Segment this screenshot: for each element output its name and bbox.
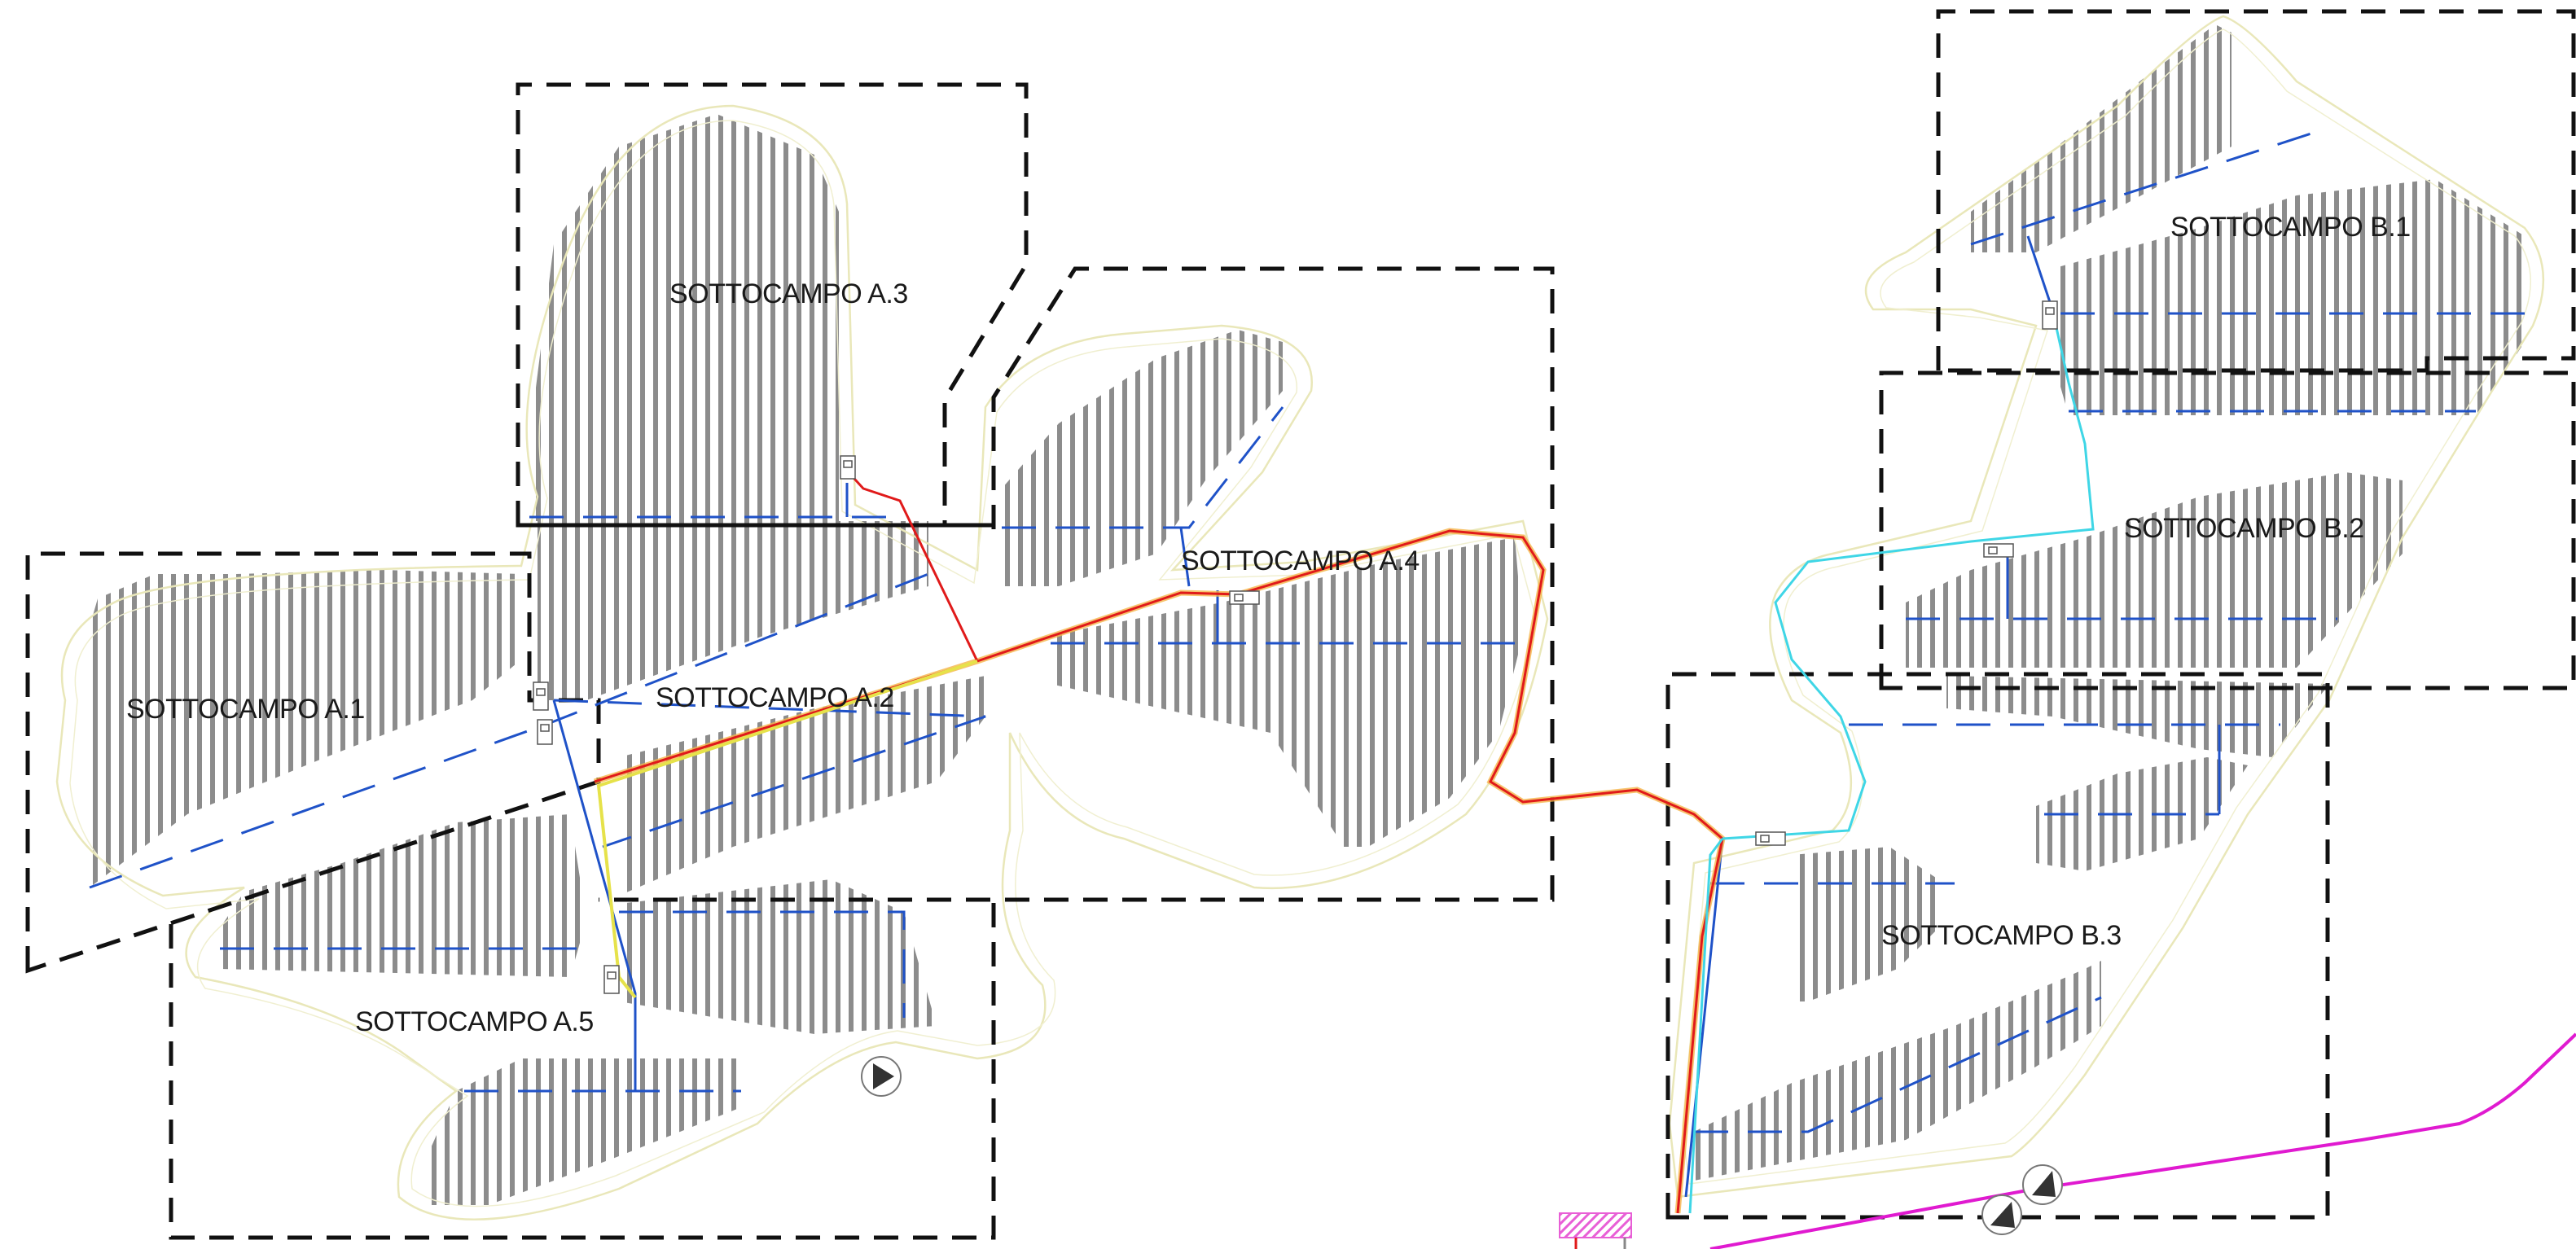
inverter-cabin-icon[interactable] xyxy=(1755,831,1786,846)
boundary-b1 xyxy=(1936,9,2576,373)
panel-array-a4-main xyxy=(1051,537,1523,847)
access-points xyxy=(861,1056,2063,1235)
panel-array-b1-right xyxy=(2052,179,2525,415)
panel-array-a4-top xyxy=(1002,330,1283,586)
label-sottocampo-a5: SOTTOCAMPO A.5 xyxy=(355,1006,594,1037)
panel-array-b3-top xyxy=(1792,847,1938,1001)
panel-array-a2-bottom xyxy=(619,676,985,896)
label-sottocampo-a1: SOTTOCAMPO A.1 xyxy=(126,694,365,725)
inverter-cabin-icon[interactable] xyxy=(537,719,553,745)
panel-array-a1 xyxy=(90,570,521,887)
panel-array-b2-tail xyxy=(2036,757,2248,871)
panel-array-a2-top xyxy=(538,521,928,700)
inverter-cabin-icon[interactable] xyxy=(840,455,856,480)
panel-array-b2-low xyxy=(1946,676,2329,757)
boundary-a5 xyxy=(169,900,996,1240)
panel-array-b3-bottom xyxy=(1694,961,2101,1181)
inverter-cabin-icon[interactable] xyxy=(2042,300,2058,330)
panel-array-a5-bottom xyxy=(423,1058,741,1205)
panel-array-a5-top xyxy=(220,814,586,977)
label-sottocampo-b2: SOTTOCAMPO B.2 xyxy=(2124,513,2364,544)
boundary-b3 xyxy=(1665,672,2330,1220)
panel-array-a3 xyxy=(529,114,839,521)
panel-arrays xyxy=(90,24,2525,1205)
access-point-icon[interactable] xyxy=(861,1056,902,1097)
label-sottocampo-a2: SOTTOCAMPO A.2 xyxy=(656,682,894,713)
access-point-icon[interactable] xyxy=(2022,1164,2063,1205)
inverter-cabin-icon[interactable] xyxy=(1983,543,2014,558)
inverter-cabin-icon[interactable] xyxy=(1229,590,1260,605)
inverter-cabin-icon[interactable] xyxy=(603,965,620,994)
substation-icon[interactable] xyxy=(1559,1212,1632,1249)
panel-array-a5-mid xyxy=(619,879,937,1034)
access-point-icon[interactable] xyxy=(1981,1194,2022,1235)
inverter-cabins xyxy=(533,300,2058,994)
hv-cable-route xyxy=(593,309,2095,1214)
panel-array-b1-left xyxy=(1971,24,2232,252)
label-sottocampo-a3: SOTTOCAMPO A.3 xyxy=(669,278,908,309)
boundary-a4 xyxy=(599,266,1555,902)
inverter-cabin-icon[interactable] xyxy=(533,681,549,711)
subfield-labels: SOTTOCAMPO A.1 SOTTOCAMPO A.2 SOTTOCAMPO… xyxy=(126,212,2411,1037)
power-line xyxy=(1709,1032,2576,1249)
label-sottocampo-b1: SOTTOCAMPO B.1 xyxy=(2170,212,2411,243)
label-sottocampo-a4: SOTTOCAMPO A.4 xyxy=(1181,546,1420,576)
mv-cable-network xyxy=(89,129,2525,1198)
label-sottocampo-b3: SOTTOCAMPO B.3 xyxy=(1881,920,2122,951)
site-perimeter-fence xyxy=(55,15,2545,1221)
